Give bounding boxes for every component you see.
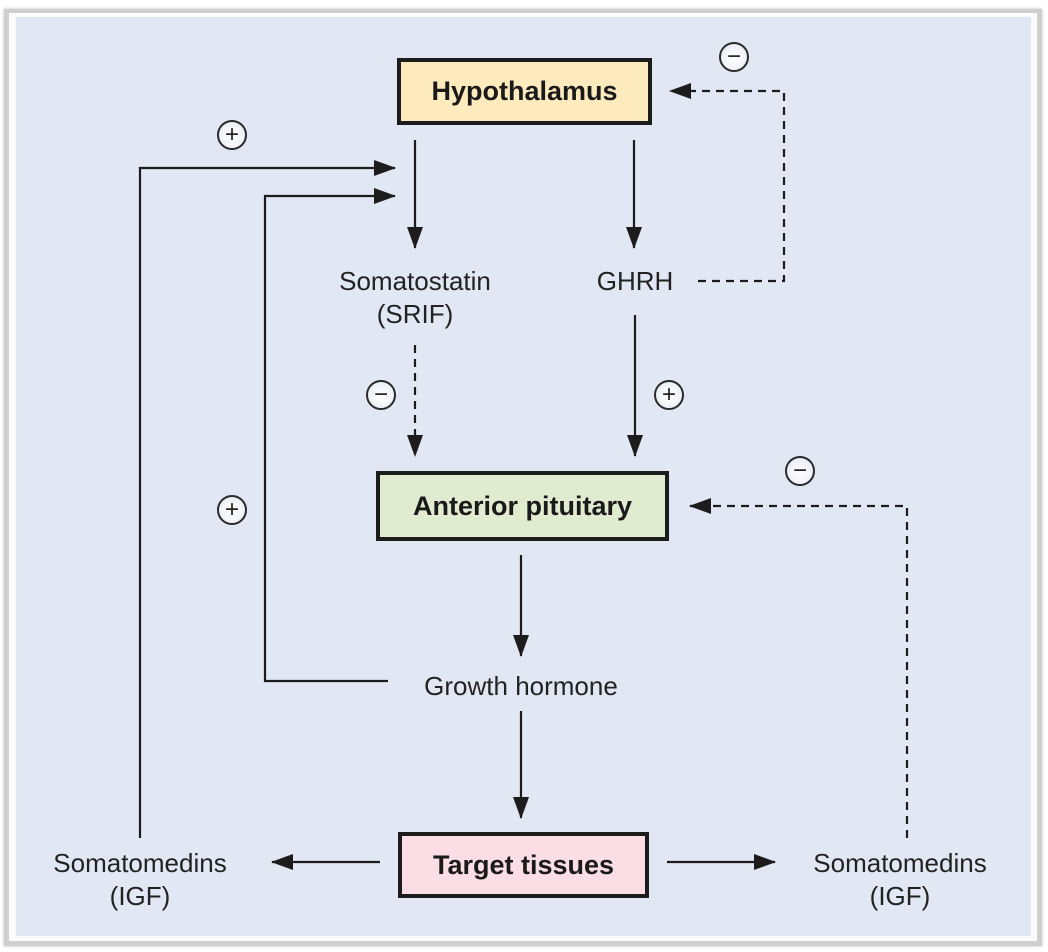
minus-sign-icon: − <box>719 42 749 72</box>
label-somatostatin: Somatostatin (SRIF) <box>300 265 530 331</box>
edge-growth-hormone-to-hypothalamus <box>263 188 396 683</box>
edge-igf-right-to-pituitary <box>689 498 909 838</box>
label-somatomedins-left-name: Somatomedins <box>53 848 227 878</box>
node-target-tissues: Target tissues <box>398 832 649 898</box>
plus-sign-icon: + <box>217 120 247 150</box>
minus-sign-icon: − <box>366 380 396 410</box>
node-anterior-pituitary: Anterior pituitary <box>376 471 669 541</box>
minus-sign-icon: − <box>785 456 815 486</box>
sign-igf-to-hypothalamus: + <box>224 121 239 148</box>
label-ghrh-name: GHRH <box>596 266 674 296</box>
node-hypothalamus: Hypothalamus <box>397 58 652 125</box>
node-target-tissues-label: Target tissues <box>432 849 615 880</box>
label-somatomedins-right-name: Somatomedins <box>813 848 987 878</box>
label-growth-hormone: Growth hormone <box>395 670 647 703</box>
node-anterior-pituitary-label: Anterior pituitary <box>412 490 633 521</box>
sign-gh-to-hypothalamus: + <box>224 496 239 523</box>
plus-sign-icon: + <box>654 380 684 410</box>
sign-ghrh-to-pituitary: + <box>661 381 676 408</box>
edge-igf-left-to-hypothalamus <box>138 160 396 838</box>
label-somatostatin-name: Somatostatin <box>339 266 491 296</box>
label-somatomedins-right-abbr: (IGF) <box>869 881 931 911</box>
sign-srif-to-pituitary: − <box>373 381 388 408</box>
label-growth-hormone-name: Growth hormone <box>424 671 618 701</box>
edge-ghrh-feedback-to-hypothalamus <box>669 83 786 283</box>
label-somatomedins-right: Somatomedins (IGF) <box>785 847 1015 913</box>
sign-igf-to-pituitary: − <box>792 457 807 484</box>
label-somatomedins-left: Somatomedins (IGF) <box>25 847 255 913</box>
plus-sign-icon: + <box>217 495 247 525</box>
label-ghrh: GHRH <box>575 265 695 298</box>
label-somatomedins-left-abbr: (IGF) <box>109 881 171 911</box>
node-hypothalamus-label: Hypothalamus <box>431 76 618 106</box>
label-somatostatin-abbr: (SRIF) <box>376 299 454 329</box>
sign-ghrh-feedback: − <box>726 43 741 70</box>
